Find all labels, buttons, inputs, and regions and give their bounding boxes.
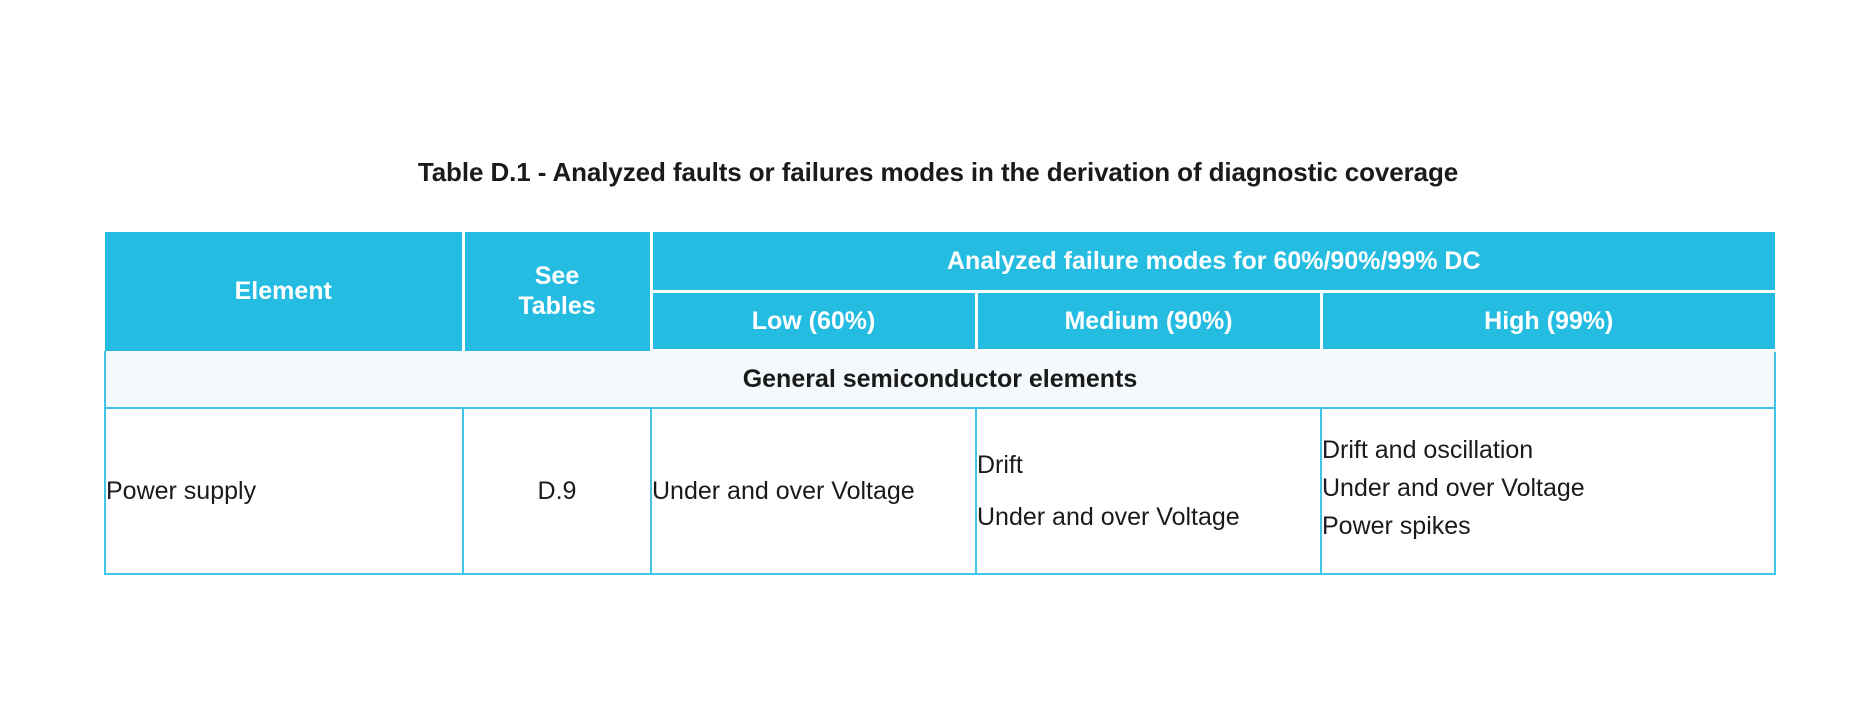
failure-mode-item: Under and over Voltage xyxy=(652,477,915,505)
table-body: General semiconductor elements Power sup… xyxy=(104,350,1776,575)
column-header-analyzed-failure-modes: Analyzed failure modes for 60%/90%/99% D… xyxy=(651,232,1775,293)
failure-mode-item: Drift and oscillation xyxy=(1322,436,1534,464)
section-row-label: General semiconductor elements xyxy=(104,350,1776,409)
failure-mode-item: Drift xyxy=(977,451,1023,479)
cell-low-failure-modes: Under and over Voltage xyxy=(650,408,977,575)
column-header-medium: Medium (90%) xyxy=(976,291,1323,352)
table-caption: Table D.1 - Analyzed faults or failures … xyxy=(417,157,1459,187)
column-header-element: Element xyxy=(105,232,465,351)
failure-mode-item: Under and over Voltage xyxy=(977,503,1240,531)
table-row: Power supply D.9 Under and over Voltage … xyxy=(104,408,1776,575)
section-row: General semiconductor elements xyxy=(104,350,1776,409)
header-row-secondary: Low (60%) Medium (90%) High (99%) xyxy=(105,291,1775,352)
failure-mode-item: Power spikes xyxy=(1322,512,1471,540)
cell-see-tables: D.9 xyxy=(462,408,652,575)
cell-element: Power supply xyxy=(104,408,464,575)
failure-mode-item: Under and over Voltage xyxy=(1322,474,1585,502)
column-header-see-tables-line2: Tables xyxy=(518,292,596,321)
column-header-high: High (99%) xyxy=(1321,291,1775,352)
column-header-low: Low (60%) xyxy=(651,291,978,352)
column-header-see-tables-line1: See xyxy=(534,261,580,290)
